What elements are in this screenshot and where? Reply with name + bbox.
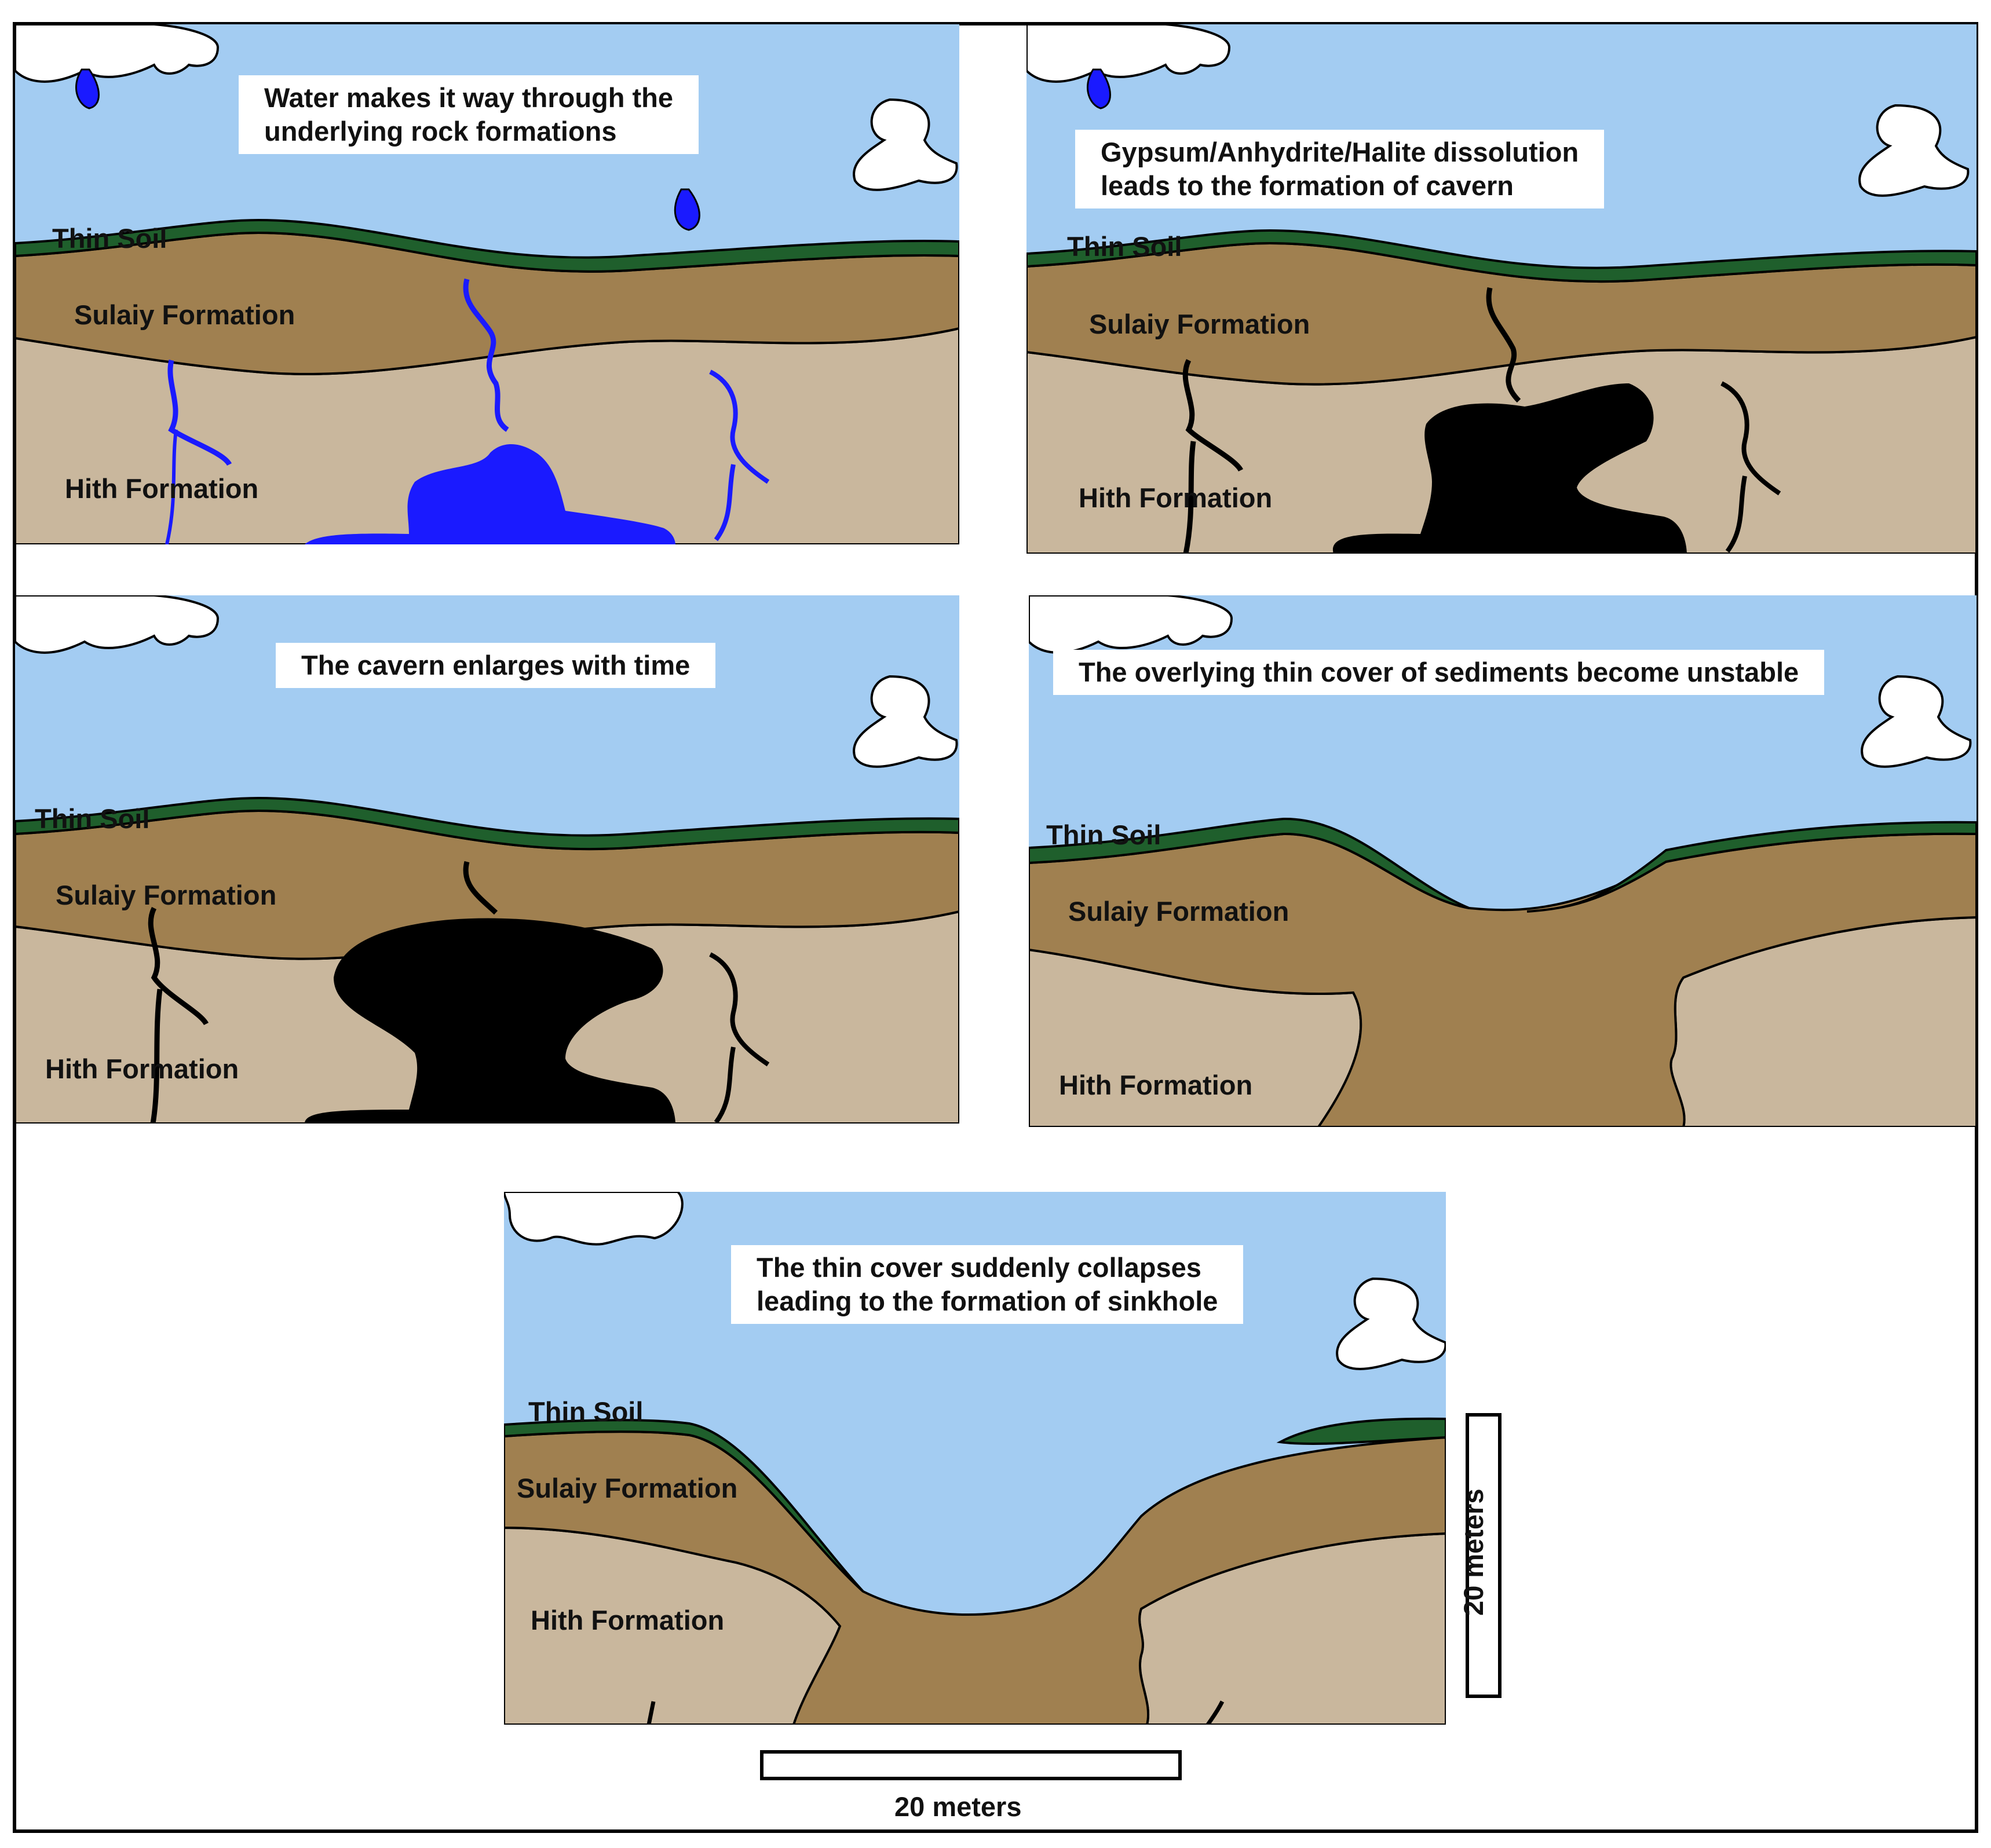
label-sulaiy-5: Sulaiy Formation bbox=[517, 1473, 738, 1503]
label-sulaiy-3: Sulaiy Formation bbox=[56, 880, 277, 910]
panel-sinkhole-collapse: The thin cover suddenly collapses leadin… bbox=[504, 1192, 1446, 1725]
horizontal-scale-label: 20 meters bbox=[894, 1791, 1022, 1822]
label-thin-soil-5: Thin Soil bbox=[528, 1396, 644, 1427]
caption-3: The cavern enlarges with time bbox=[276, 643, 716, 688]
panel-water-infiltration: Water makes it way through the underlyin… bbox=[15, 24, 959, 544]
label-sulaiy-4: Sulaiy Formation bbox=[1068, 896, 1289, 927]
caption-4: The overlying thin cover of sediments be… bbox=[1053, 650, 1825, 695]
panel-cavern-formation: Gypsum/Anhydrite/Halite dissolution lead… bbox=[1026, 24, 1977, 554]
label-hith-5: Hith Formation bbox=[531, 1605, 725, 1635]
label-thin-soil-2: Thin Soil bbox=[1067, 231, 1182, 262]
panel-cavern-enlarges: The cavern enlarges with time Thin Soil … bbox=[15, 595, 959, 1124]
vertical-scale-label: 20 meters bbox=[1458, 1488, 1489, 1616]
label-hith-4: Hith Formation bbox=[1059, 1070, 1253, 1100]
label-thin-soil-3: Thin Soil bbox=[35, 803, 150, 834]
label-thin-soil-1: Thin Soil bbox=[52, 223, 167, 254]
caption-5: The thin cover suddenly collapses leadin… bbox=[731, 1245, 1244, 1324]
label-thin-soil-4: Thin Soil bbox=[1046, 819, 1161, 850]
vertical-scale-bar bbox=[1466, 1413, 1502, 1698]
label-sulaiy-2: Sulaiy Formation bbox=[1089, 309, 1310, 339]
caption-1: Water makes it way through the underlyin… bbox=[239, 75, 699, 154]
label-hith-1: Hith Formation bbox=[65, 473, 259, 504]
panel-unstable-cover: The overlying thin cover of sediments be… bbox=[1029, 595, 1977, 1127]
label-hith-3: Hith Formation bbox=[45, 1053, 239, 1084]
label-sulaiy-1: Sulaiy Formation bbox=[74, 299, 295, 330]
horizontal-scale-bar bbox=[760, 1750, 1182, 1780]
label-hith-2: Hith Formation bbox=[1079, 482, 1273, 513]
caption-2: Gypsum/Anhydrite/Halite dissolution lead… bbox=[1075, 130, 1605, 208]
